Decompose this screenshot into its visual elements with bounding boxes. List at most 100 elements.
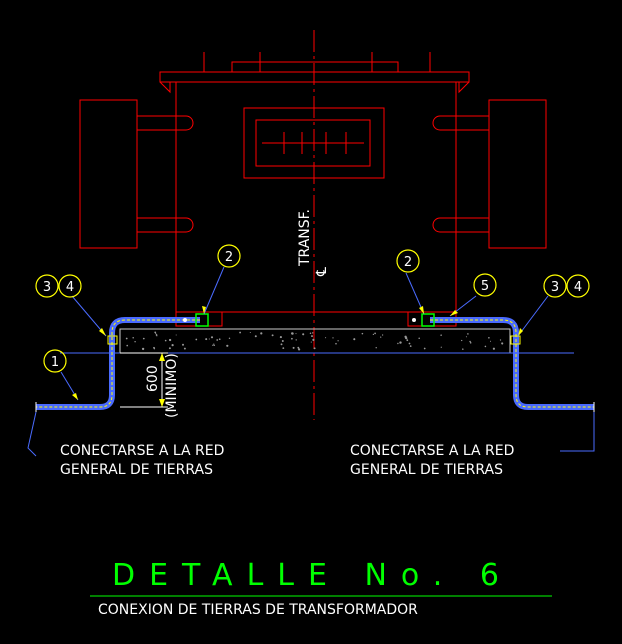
clamp-left [195,313,209,327]
ground-conductor-right [430,317,594,410]
sleeve-right [510,335,521,345]
concrete-dot [155,332,157,334]
concrete-dot [249,331,251,334]
balloon-left-4-label: 4 [66,280,74,295]
concrete-dot [239,331,242,334]
concrete-dot [291,337,293,340]
radiator-right-header-bottom [432,217,489,233]
note-left-line-1: CONECTARSE A LA RED [60,443,224,459]
concrete-dot [310,341,312,343]
detail-subtitle: CONEXION DE TIERRAS DE TRANSFORMADOR [98,602,418,618]
nameplate-inner [255,119,371,167]
balloon-left-2 [217,244,241,268]
arrow-right-2 [419,306,424,314]
concrete-dot [405,336,408,340]
concrete-dot [313,347,316,350]
concrete-dot [295,339,297,341]
detail-title: DETALLE No. 6 [112,558,513,593]
note-right-line-2: GENERAL DE TIERRAS [350,462,503,478]
ground-conductor-left [36,317,200,410]
concrete-dot [337,340,339,342]
concrete-dot [381,334,384,336]
centerline-symbol: ℄ [314,267,330,277]
concrete-dot [134,341,136,343]
slab-outline [119,328,511,354]
arrow-heads [72,306,523,400]
lift-lug-right [458,81,470,94]
concrete-dot [168,338,172,342]
arrow-right-34 [518,328,523,336]
concrete-dot [374,332,376,335]
concrete-dot [205,338,208,341]
balloon-left-1 [43,349,67,373]
arrow-right-5 [450,310,458,316]
concrete-dot [488,336,490,339]
leader-left-34 [71,295,107,337]
concrete-dot [467,333,469,335]
concrete-dot [254,335,257,338]
concrete-dot [408,342,411,345]
concrete-dot [142,337,145,340]
concrete-dot [226,344,229,347]
balloon-left-3 [35,274,59,298]
concrete-dot [312,332,314,334]
concrete-dot [213,344,215,346]
balloon-right-2 [396,249,420,273]
dim-arrow-top [159,353,165,361]
radiator-right [488,99,547,249]
concrete-dot [171,344,174,347]
concrete-dot [375,347,377,349]
concrete-dot [228,337,231,340]
leader-right-note [560,412,595,452]
transformer-top-plate [231,61,399,73]
concrete-dot [216,339,219,341]
concrete-dot [212,344,214,347]
concrete-dot [291,332,294,335]
balloon-right-4 [566,274,590,298]
concrete-dot [279,336,282,339]
arrow-left-1 [72,393,78,400]
concrete-dot [126,344,129,347]
concrete-dot [156,335,158,337]
concrete-dot [462,348,464,350]
concrete-dot [141,347,145,351]
concrete-dot [406,339,409,342]
concrete-dot [183,347,186,350]
balloon-right-3-label: 3 [551,280,559,295]
balloon-left-2-label: 2 [225,250,233,265]
concrete-dot [271,334,274,337]
transformer [79,52,547,327]
dim-arrow-bottom [159,399,165,407]
radiator-right-header-top [432,115,489,131]
concrete-dot [292,346,295,349]
concrete-dot [423,347,426,350]
concrete-dot [302,333,305,336]
centerline-label: TRANSF. [297,209,313,267]
note-left-line-2: GENERAL DE TIERRAS [60,462,213,478]
concrete-dot [484,345,487,348]
concrete-dot [440,346,442,348]
concrete-dot [325,337,327,339]
dimension-600: 600 (MINIMO) [120,352,180,418]
leader-left-2 [203,266,225,315]
concrete-dot [297,348,301,351]
conductor-left-core [36,319,200,408]
concrete-dot [309,332,312,334]
concrete-dot [280,343,283,346]
balloon-right-5-label: 5 [481,279,489,294]
concrete-dot [372,333,375,336]
concrete-dot [440,334,442,336]
concrete-dot [397,342,399,345]
concrete-dot [418,337,420,340]
balloon-left-1-label: 1 [51,355,59,370]
concrete-dot [311,335,313,338]
concrete-dot [335,342,337,345]
note-right-line-1: CONECTARSE A LA RED [350,443,514,459]
concrete-dot [380,336,382,338]
balloon-right-2-label: 2 [404,255,412,270]
concrete-dot [208,338,210,340]
concrete-dot [125,337,128,340]
concrete-dot [218,338,221,341]
leader-left-note [27,411,37,457]
